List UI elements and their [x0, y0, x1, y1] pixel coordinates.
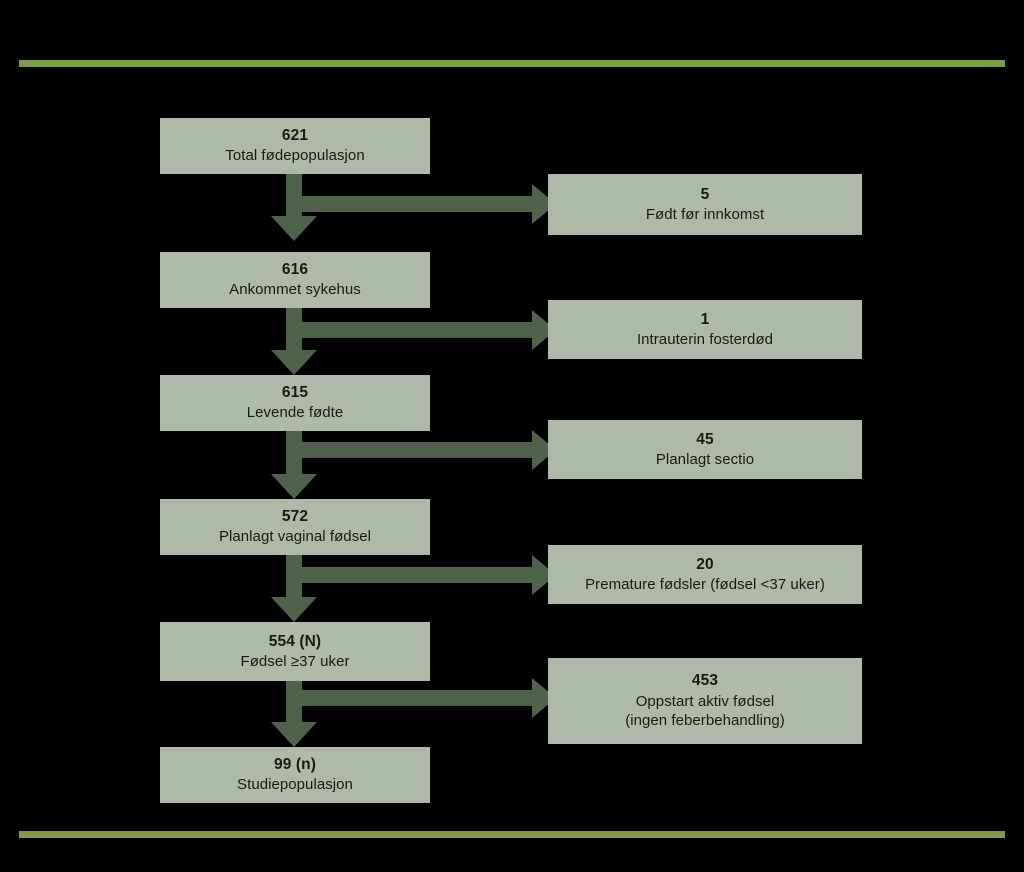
node-label: Total fødepopulasjon [225, 147, 365, 165]
node-label: Planlagt sectio [655, 450, 755, 468]
top-divider-rule [19, 60, 1005, 67]
node-birth-at-or-after-37-weeks: 554 (N) Fødsel ≥37 uker [160, 622, 430, 681]
node-count: 20 [696, 555, 714, 573]
arrow-stem [294, 196, 534, 212]
flow-arrow-down-3 [271, 430, 317, 499]
node-label: Planlagt vaginal fødsel [218, 528, 372, 546]
node-label: Oppstart aktiv fødsel (ingen feberbehand… [625, 692, 785, 730]
branch-arrow-right-4 [294, 555, 556, 595]
node-label: Ankommet sykehus [229, 281, 361, 299]
node-count: 45 [696, 430, 714, 448]
node-born-before-admission: 5 Født før innkomst [548, 174, 862, 235]
arrow-head [271, 474, 317, 499]
arrow-stem [294, 442, 534, 458]
node-label: Født før innkomst [645, 205, 765, 223]
branch-arrow-right-1 [294, 184, 556, 224]
node-label: Studiepopulasjon [237, 776, 353, 794]
bottom-divider-rule [19, 831, 1005, 838]
node-count: 616 [281, 261, 309, 279]
arrow-head [271, 597, 317, 622]
flow-arrow-down-2 [271, 307, 317, 375]
node-planned-vaginal-birth: 572 Planlagt vaginal fødsel [160, 499, 430, 555]
node-count: 1 [700, 310, 710, 328]
node-count: 5 [700, 185, 710, 203]
node-count: 554 (N) [268, 632, 322, 650]
node-count: 615 [281, 384, 309, 402]
arrow-head [271, 216, 317, 241]
node-count: 621 [281, 127, 309, 145]
branch-arrow-right-5 [294, 678, 556, 718]
node-label: Levende fødte [246, 404, 344, 422]
node-label: Premature fødsler (fødsel <37 uker) [585, 575, 825, 593]
node-count: 99 (n) [274, 756, 316, 774]
node-intrauterine-fetal-death: 1 Intrauterin fosterdød [548, 300, 862, 359]
node-study-population: 99 (n) Studiepopulasjon [160, 747, 430, 803]
node-total-birth-population: 621 Total fødepopulasjon [160, 118, 430, 174]
arrow-stem [294, 567, 534, 583]
node-arrived-hospital: 616 Ankommet sykehus [160, 252, 430, 308]
node-active-labor-onset: 453 Oppstart aktiv fødsel (ingen feberbe… [548, 658, 862, 744]
arrow-stem [294, 690, 534, 706]
node-label: Fødsel ≥37 uker [240, 652, 350, 670]
node-label: Intrauterin fosterdød [636, 330, 774, 348]
node-count: 572 [281, 508, 309, 526]
node-count: 453 [691, 672, 719, 690]
branch-arrow-right-3 [294, 430, 556, 470]
flow-arrow-down-1 [271, 173, 317, 241]
arrow-head [271, 350, 317, 375]
arrow-stem [294, 322, 534, 338]
node-planned-sectio: 45 Planlagt sectio [548, 420, 862, 479]
flow-arrow-down-4 [271, 554, 317, 622]
node-premature-births: 20 Premature fødsler (fødsel <37 uker) [548, 545, 862, 604]
node-live-births: 615 Levende fødte [160, 375, 430, 431]
branch-arrow-right-2 [294, 310, 556, 350]
arrow-head [271, 722, 317, 747]
